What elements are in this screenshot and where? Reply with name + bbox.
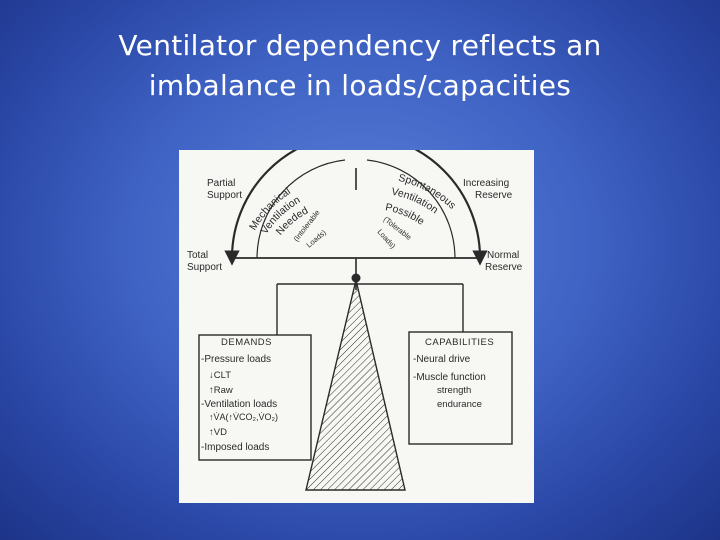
slide-title-line-2: imbalance in loads/capacities bbox=[148, 69, 572, 102]
capabilities-muscle-function: -Muscle function bbox=[413, 372, 486, 383]
balance-pivot bbox=[351, 273, 361, 283]
label-increasing-reserve-2: Reserve bbox=[475, 190, 513, 201]
balance-diagram: Partial Support Total Support Increasing… bbox=[179, 150, 534, 503]
label-partial-support-1: Partial bbox=[207, 178, 235, 189]
demands-box bbox=[198, 334, 312, 461]
label-total-support-2: Support bbox=[187, 262, 222, 273]
label-normal-reserve-2: Reserve bbox=[485, 262, 523, 273]
label-increasing-reserve-1: Increasing bbox=[463, 178, 509, 189]
demands-ventilation-loads: -Ventilation loads bbox=[201, 399, 277, 410]
capabilities-endurance: endurance bbox=[437, 399, 482, 410]
demands-c-lt: ↓CLT bbox=[209, 370, 231, 381]
capabilities-strength: strength bbox=[437, 385, 471, 396]
demands-pressure-loads: -Pressure loads bbox=[201, 354, 271, 365]
label-normal-reserve-1: Normal bbox=[487, 250, 519, 261]
demands-heading: DEMANDS bbox=[221, 337, 272, 348]
slide-title-line-1: Ventilator dependency reflects an bbox=[118, 29, 602, 62]
gauge-outer-arc bbox=[224, 150, 488, 266]
demands-imposed-loads: -Imposed loads bbox=[201, 442, 269, 453]
demands-v-d: ↑VD bbox=[209, 427, 227, 438]
label-partial-support-2: Support bbox=[207, 190, 242, 201]
demands-r-aw: ↑Raw bbox=[209, 385, 233, 396]
capabilities-box bbox=[408, 331, 513, 445]
gauge-left-inner-arc bbox=[256, 159, 346, 259]
balance-diagram-svg: Partial Support Total Support Increasing… bbox=[187, 150, 523, 491]
label-total-support-1: Total bbox=[187, 250, 208, 261]
demands-v-a: ↑V̇A(↑V̇CO₂,V̇O₂) bbox=[209, 412, 278, 422]
capabilities-neural-drive: -Neural drive bbox=[413, 354, 471, 365]
slide-title: Ventilator dependency reflects an imbala… bbox=[0, 26, 720, 106]
capabilities-heading: CAPABILITIES bbox=[425, 337, 494, 348]
fulcrum-triangle bbox=[305, 279, 406, 491]
gauge-right-inner-arc bbox=[366, 159, 456, 259]
